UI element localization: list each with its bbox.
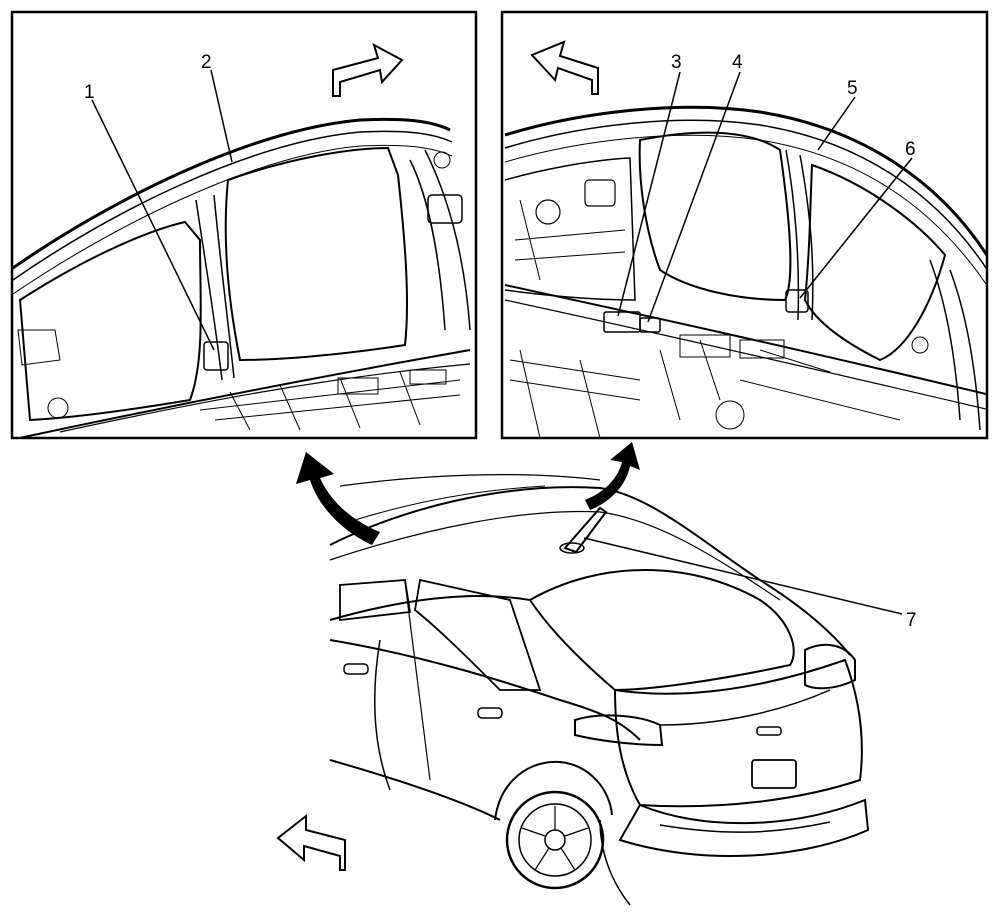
direction-arrow-icon xyxy=(530,40,599,95)
callout-1: 1 xyxy=(84,82,95,103)
callout-6: 6 xyxy=(905,139,916,160)
vehicle-illustration xyxy=(329,474,870,906)
direction-arrow-icon xyxy=(332,42,404,97)
direction-arrow-icon xyxy=(276,813,346,871)
callout-2: 2 xyxy=(201,52,212,73)
right-inset-panel: 3 4 5 6 xyxy=(500,10,989,440)
pointer-arrows xyxy=(296,442,640,545)
left-inset-panel: 1 2 xyxy=(10,10,478,440)
callout-5: 5 xyxy=(847,78,858,99)
callout-4: 4 xyxy=(732,52,743,73)
callout-7: 7 xyxy=(906,610,917,631)
curved-arrow-icon xyxy=(296,452,380,545)
curved-arrow-icon xyxy=(585,442,640,510)
callout-3: 3 xyxy=(671,52,682,73)
